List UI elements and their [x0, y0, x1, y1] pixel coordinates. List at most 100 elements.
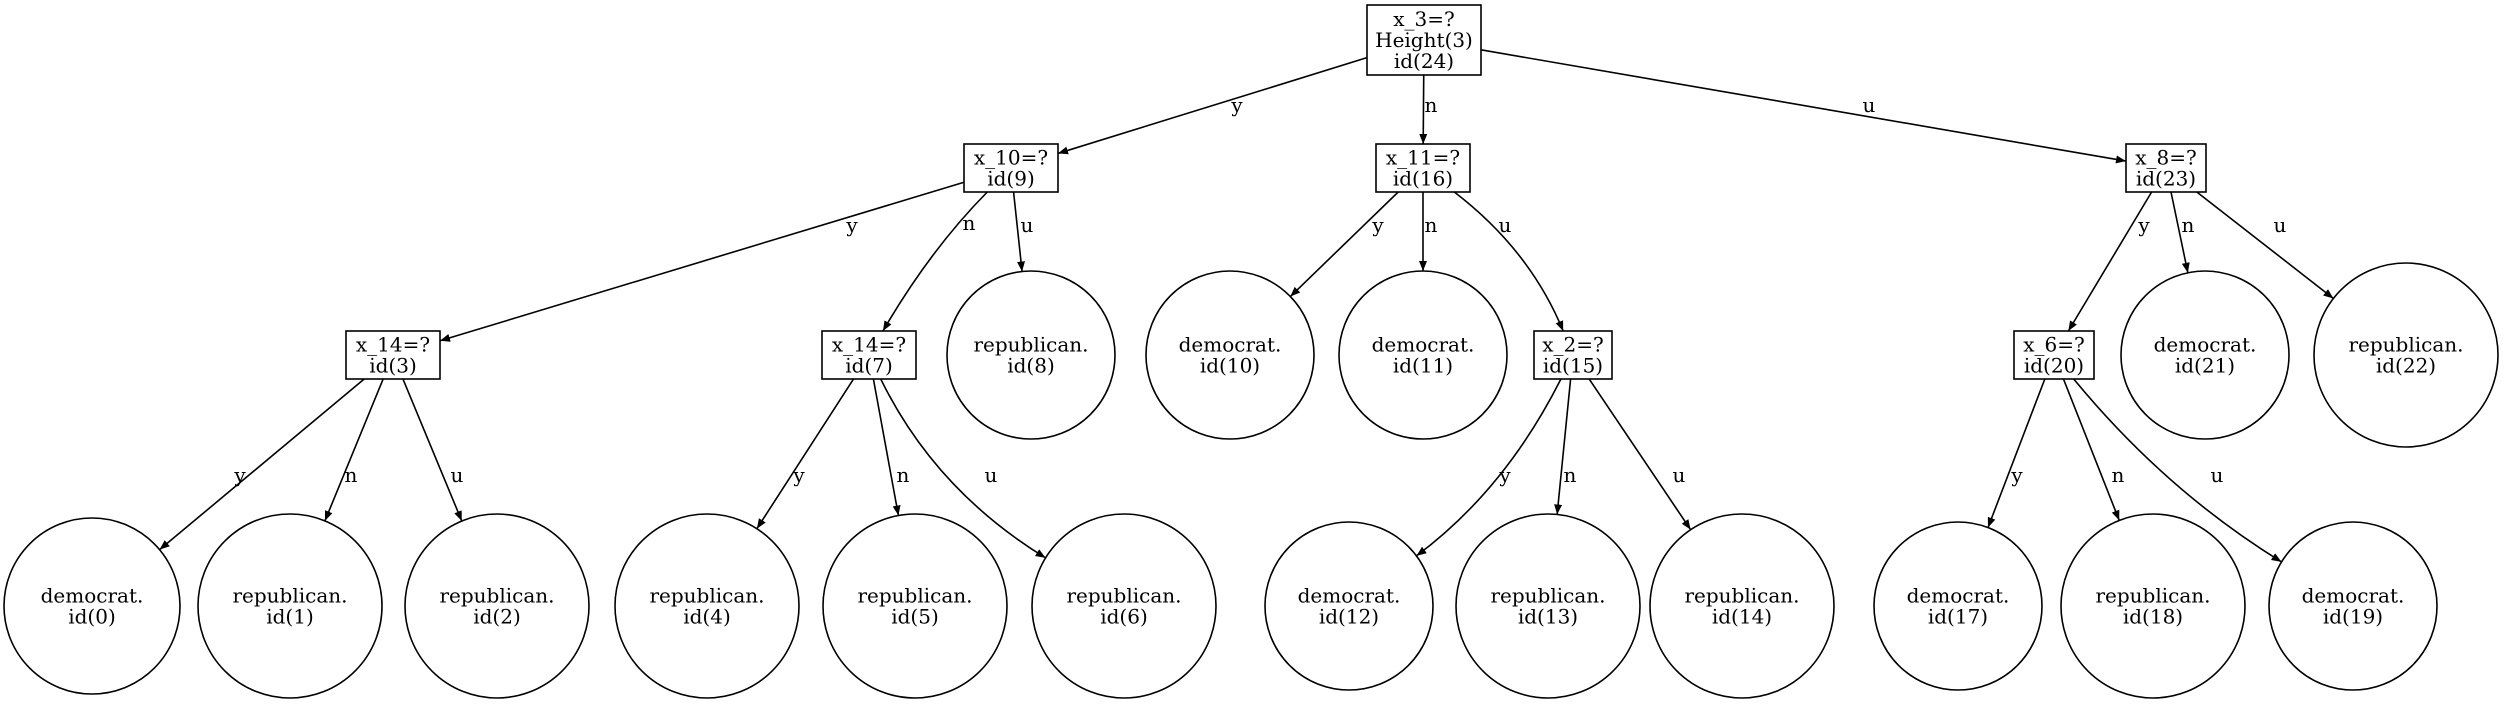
split-node-n23: x_8=?id(23)	[2125, 143, 2207, 193]
node-text-line: republican.	[2095, 584, 2210, 608]
edge-label-n24-n23: u	[1863, 93, 1876, 117]
edge-label-n20-n17: y	[2010, 463, 2023, 487]
node-text-line: x_10=?	[974, 146, 1048, 170]
node-text-line: id(2)	[473, 605, 521, 629]
edge-label-n3-n2: u	[451, 463, 464, 487]
edge-label-n7-n6: u	[985, 463, 998, 487]
edge-n16-n15	[1453, 191, 1564, 332]
node-text-line: democrat.	[1298, 584, 1401, 608]
edge-label-n3-n1: n	[345, 463, 358, 487]
leaf-circle	[2313, 262, 2499, 448]
node-text-line: id(18)	[2123, 605, 2183, 629]
edge-label-n15-n13: n	[1564, 463, 1577, 487]
node-text-line: republican.	[2348, 333, 2463, 357]
edge-label-n23-n21: n	[2182, 213, 2195, 237]
node-text-line: democrat.	[1372, 333, 1475, 357]
leaf-node-n18: republican.id(18)	[2060, 513, 2246, 699]
edge-n7-n4	[756, 378, 855, 530]
node-text-line: id(11)	[1393, 354, 1453, 378]
node-text-line: republican.	[1066, 584, 1181, 608]
split-box	[2013, 330, 2095, 380]
leaf-circle	[1455, 513, 1641, 699]
edge-n9-n7	[882, 191, 988, 332]
leaf-circle	[3, 517, 181, 695]
node-text-line: id(0)	[68, 605, 116, 629]
leaf-circle	[1264, 521, 1434, 691]
node-text-line: id(6)	[1100, 605, 1148, 629]
edge-n23-n21	[2170, 191, 2190, 273]
node-text-line: id(9)	[987, 167, 1035, 191]
node-text-line: x_3=?	[1393, 7, 1454, 31]
node-text-line: id(17)	[1928, 605, 1988, 629]
node-text-line: id(19)	[2323, 605, 2383, 629]
node-text-line: x_14=?	[832, 333, 906, 357]
node-text-line: id(3)	[369, 354, 417, 378]
node-text-line: republican.	[439, 584, 554, 608]
node-text-line: Height(3)	[1375, 28, 1473, 52]
node-text-line: republican.	[857, 584, 972, 608]
edge-n20-n17	[1987, 378, 2046, 528]
node-text-line: id(8)	[1007, 354, 1055, 378]
node-text-line: id(24)	[1394, 49, 1454, 73]
edge-n23-n22	[2196, 191, 2334, 300]
edge-n7-n6	[880, 378, 1047, 559]
edge-label-n9-n3: y	[845, 213, 858, 237]
node-text-line: id(10)	[1200, 354, 1260, 378]
edge-n15-n14	[1588, 378, 1692, 531]
node-text-line: republican.	[1490, 584, 1605, 608]
node-text-line: id(12)	[1319, 605, 1379, 629]
leaf-circle	[1031, 513, 1217, 699]
node-text-line: id(7)	[845, 354, 893, 378]
leaf-circle	[2120, 270, 2290, 440]
split-node-n15: x_2=?id(15)	[1533, 330, 1613, 380]
node-text-line: id(5)	[891, 605, 939, 629]
leaf-node-n11: democrat.id(11)	[1338, 270, 1508, 440]
node-text-line: id(21)	[2175, 354, 2235, 378]
edge-label-n16-n11: n	[1425, 213, 1438, 237]
edge-n9-n8	[1012, 191, 1025, 272]
edge-n3-n1	[324, 378, 384, 522]
node-text-line: democrat.	[1179, 333, 1282, 357]
split-node-n24: x_3=?Height(3)id(24)	[1366, 4, 1482, 76]
leaf-node-n0: democrat.id(0)	[3, 517, 181, 695]
edge-n20-n18	[2062, 378, 2120, 521]
leaf-circle	[1338, 270, 1508, 440]
node-text-line: x_8=?	[2135, 146, 2196, 170]
leaf-circle	[2060, 513, 2246, 699]
split-node-n3: x_14=?id(3)	[345, 330, 441, 380]
node-text-line: republican.	[232, 584, 347, 608]
leaf-node-n13: republican.id(13)	[1455, 513, 1641, 699]
node-text-line: id(14)	[1712, 605, 1772, 629]
edge-n9-n3	[439, 181, 965, 342]
leaf-node-n17: democrat.id(17)	[1873, 521, 2043, 691]
split-node-n9: x_10=?id(9)	[963, 143, 1059, 193]
edge-label-n9-n8: u	[1021, 213, 1034, 237]
node-text-line: democrat.	[41, 584, 144, 608]
leaf-circle	[404, 513, 590, 699]
split-box	[821, 330, 917, 380]
split-box	[1375, 143, 1471, 193]
leaf-node-n8: republican.id(8)	[946, 270, 1116, 440]
node-text-line: x_11=?	[1386, 146, 1460, 170]
edge-n15-n12	[1415, 378, 1562, 557]
split-box	[1533, 330, 1613, 380]
edge-label-n7-n4: y	[792, 463, 805, 487]
leaf-node-n14: republican.id(14)	[1649, 513, 1835, 699]
leaf-node-n4: republican.id(4)	[614, 513, 800, 699]
leaf-node-n12: democrat.id(12)	[1264, 521, 1434, 691]
split-node-n7: x_14=?id(7)	[821, 330, 917, 380]
edge-label-n15-n12: y	[1498, 463, 1511, 487]
edge-label-n3-n0: y	[233, 463, 246, 487]
node-text-line: x_14=?	[356, 333, 430, 357]
split-node-n16: x_11=?id(16)	[1375, 143, 1471, 193]
leaf-circle	[614, 513, 800, 699]
edge-label-n24-n16: n	[1425, 93, 1438, 117]
leaf-node-n5: republican.id(5)	[822, 513, 1008, 699]
leaf-circle	[1145, 270, 1315, 440]
edge-label-n15-n14: u	[1673, 463, 1686, 487]
leaf-circle	[1649, 513, 1835, 699]
leaf-node-n22: republican.id(22)	[2313, 262, 2499, 448]
node-text-line: id(16)	[1393, 167, 1453, 191]
leaf-node-n10: democrat.id(10)	[1145, 270, 1315, 440]
